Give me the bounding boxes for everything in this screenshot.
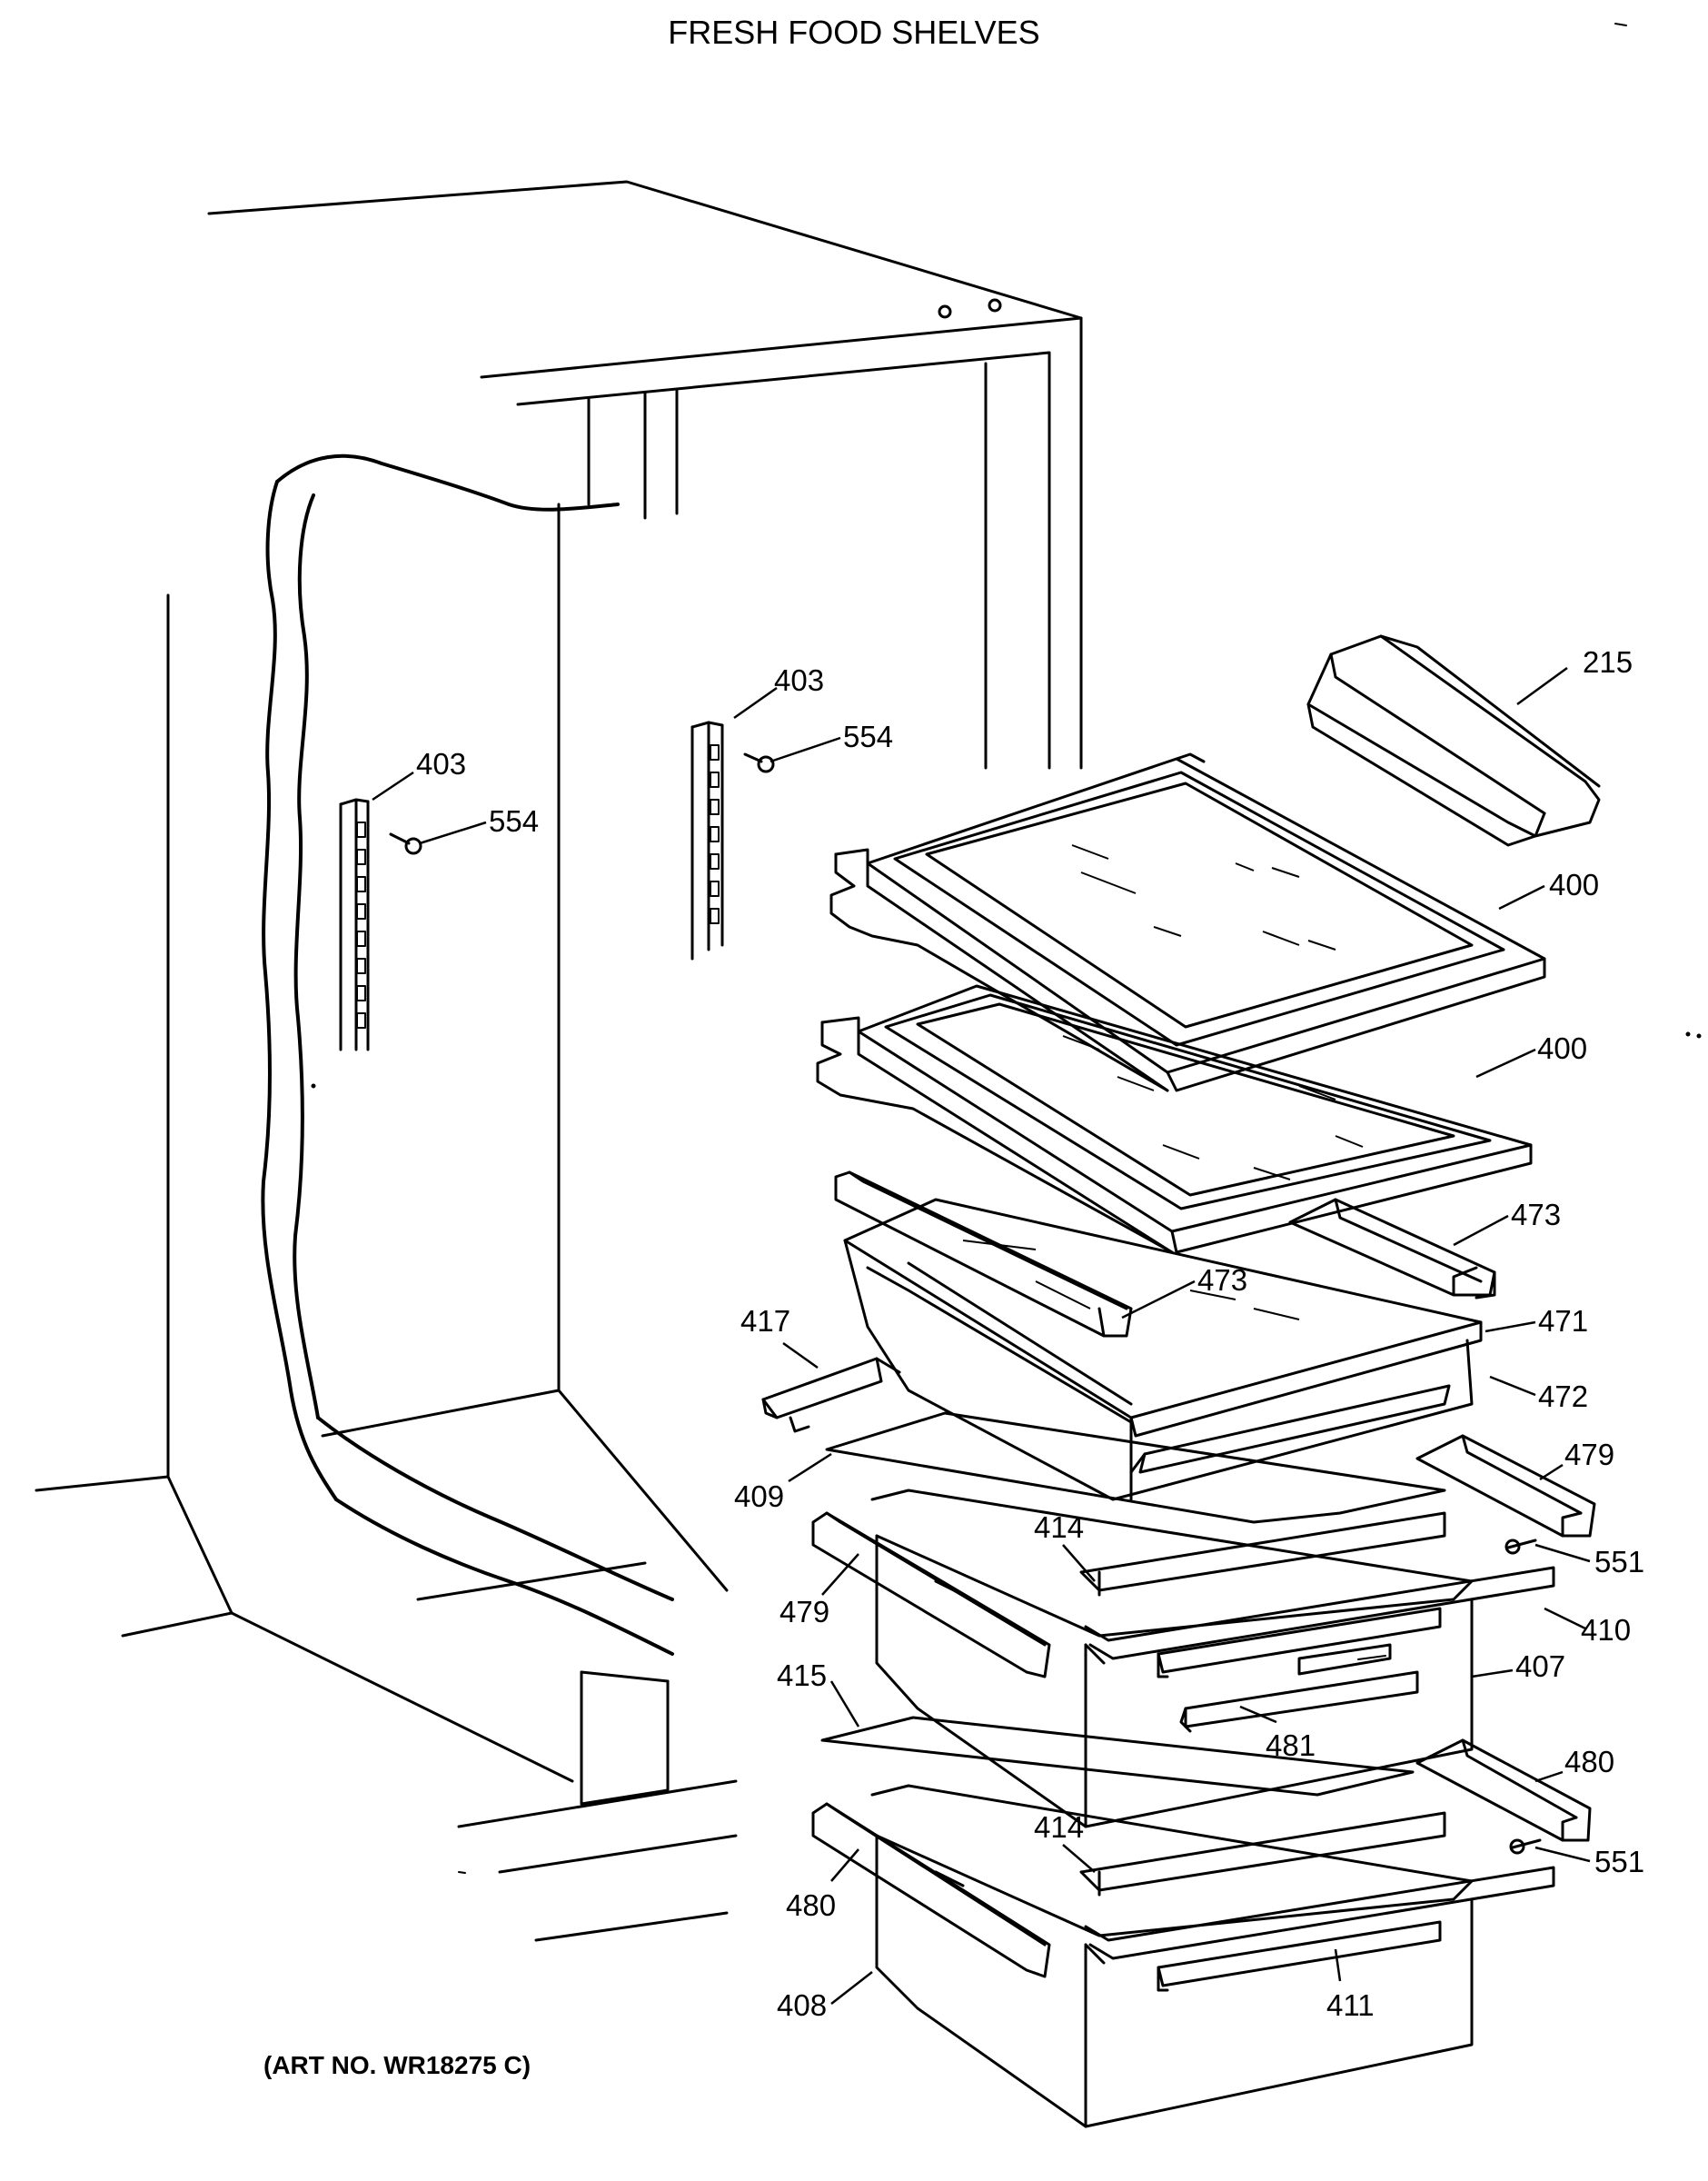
callout-407: 407 <box>1515 1649 1565 1683</box>
corner-mark <box>1614 23 1627 26</box>
callout-410: 410 <box>1581 1613 1631 1647</box>
cover-glass-409 <box>825 1411 1446 1524</box>
refrigerator-cabinet <box>35 180 1083 1942</box>
callout-473-right: 473 <box>1511 1198 1561 1231</box>
diagram-title: FRESH FOOD SHELVES <box>668 14 1039 51</box>
callout-473-left: 473 <box>1197 1263 1247 1297</box>
screw-554-right <box>743 752 775 773</box>
callout-480-right: 480 <box>1564 1745 1614 1778</box>
glass-shelf-400-upper <box>829 752 1546 1092</box>
callout-400-upper: 400 <box>1549 868 1599 901</box>
art-number: (ART NO. WR18275 C) <box>263 2051 531 2079</box>
screw-551-lower <box>1509 1838 1542 1855</box>
cover-glass-415 <box>820 1716 1415 1797</box>
shelf-ladder-right <box>690 721 724 961</box>
callout-414-lower: 414 <box>1034 1810 1084 1844</box>
rail-417 <box>761 1357 901 1433</box>
screw-551-upper <box>1504 1539 1537 1555</box>
screw-554-left <box>389 832 422 855</box>
callout-215: 215 <box>1583 645 1633 679</box>
callout-551-lower: 551 <box>1594 1845 1644 1878</box>
slide-rail-473-left <box>834 1170 1133 1338</box>
callout-400-lower: 400 <box>1537 1031 1587 1065</box>
shelf-ladder-left <box>339 798 370 1051</box>
slide-rail-479-right <box>1415 1434 1596 1538</box>
callout-480-left: 480 <box>786 1888 836 1922</box>
callout-472: 472 <box>1538 1379 1588 1413</box>
slide-rail-480-right <box>1415 1738 1592 1842</box>
pan-408 <box>870 1784 1555 2128</box>
glass-shelf-400-lower <box>816 984 1533 1254</box>
slide-rail-479-left <box>811 1511 1051 1678</box>
callout-409: 409 <box>734 1479 784 1513</box>
slide-rail-480-left <box>811 1802 1051 1978</box>
leader-lines <box>372 666 1591 2005</box>
crisper-pan-471 <box>843 1198 1483 1501</box>
slide-rail-473-right <box>1288 1198 1496 1300</box>
pan-407 <box>870 1489 1555 1828</box>
callout-471: 471 <box>1538 1304 1588 1338</box>
callout-403-right: 403 <box>774 663 824 697</box>
callout-408: 408 <box>777 1988 827 2022</box>
callout-403-left: 403 <box>416 747 466 781</box>
callout-417: 417 <box>740 1304 790 1338</box>
callout-411: 411 <box>1326 1988 1375 2022</box>
callout-554-right: 554 <box>843 720 893 753</box>
callout-414-upper: 414 <box>1034 1510 1084 1544</box>
callout-415: 415 <box>777 1658 827 1692</box>
callout-479-right: 479 <box>1564 1438 1614 1471</box>
callout-479-left: 479 <box>780 1595 829 1628</box>
callout-481: 481 <box>1266 1728 1316 1762</box>
callout-551-upper: 551 <box>1594 1545 1644 1578</box>
dairy-bin-215 <box>1306 634 1601 847</box>
callout-554-left: 554 <box>489 804 539 838</box>
